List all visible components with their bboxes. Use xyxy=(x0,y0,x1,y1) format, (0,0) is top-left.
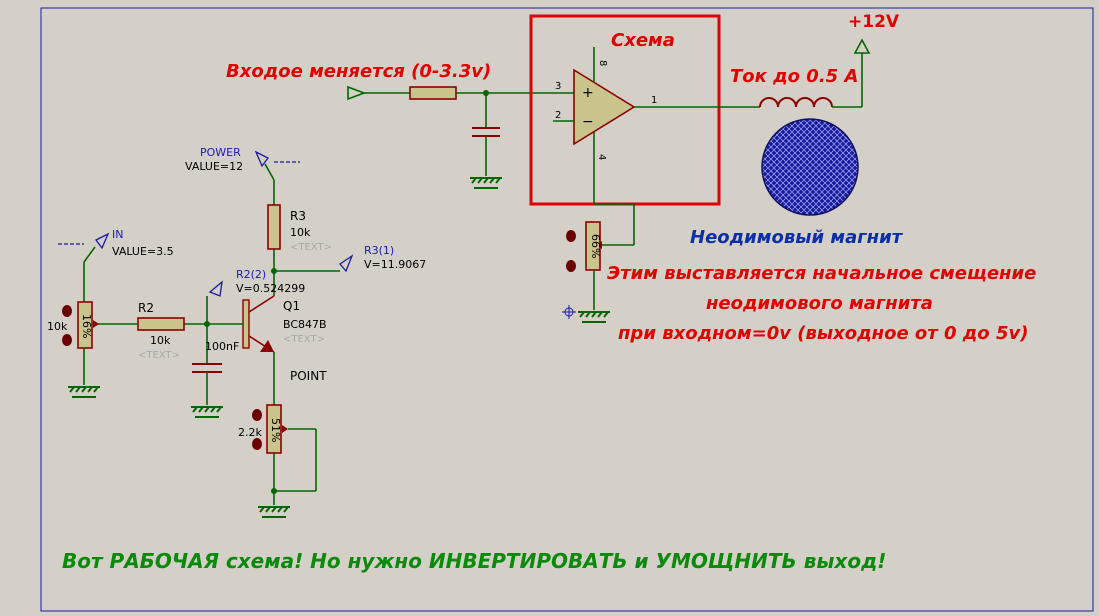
ground-symbol xyxy=(258,506,290,518)
op-amp[interactable] xyxy=(573,68,636,146)
r2-probe-name: R2(2) xyxy=(236,268,266,281)
offset-note-line1: Этим выставляется начальное смещение xyxy=(607,263,1036,284)
r2-voltage-probe-icon[interactable] xyxy=(208,280,223,297)
magnet-label: Неодимовый магнит xyxy=(690,227,904,248)
junction-dot xyxy=(271,488,277,494)
inductor-coil[interactable] xyxy=(759,97,833,108)
r2-probe-voltage: V=0.524299 xyxy=(236,282,305,295)
emitter-pot-percent: 51% xyxy=(269,418,282,442)
q1-name: Q1 xyxy=(283,299,300,313)
pin-3-label: 3 xyxy=(555,81,561,92)
r3-probe-name: R3(1) xyxy=(364,244,394,257)
cap-100n-value: 100nF xyxy=(205,340,239,353)
circuit-title: Схема xyxy=(611,30,675,51)
wiper-arrow-icon xyxy=(93,320,99,328)
input-pot-value: 10k xyxy=(47,320,68,333)
point-label: POINT xyxy=(290,369,327,383)
r2-resistor[interactable] xyxy=(137,317,185,331)
ground-symbol xyxy=(470,177,502,189)
r2-value: 10k xyxy=(150,334,171,347)
power-terminal-icon[interactable] xyxy=(254,150,269,168)
q1-text: <TEXT> xyxy=(283,334,325,345)
ground-symbol xyxy=(578,311,610,323)
r2-text: <TEXT> xyxy=(138,350,180,361)
ground-symbol xyxy=(191,406,223,418)
r3-value: 10k xyxy=(290,226,311,239)
current-note: Ток до 0.5 A xyxy=(730,66,858,87)
pot-terminal-dots xyxy=(252,409,262,450)
r3-name: R3 xyxy=(290,209,306,223)
offset-potentiometer[interactable] xyxy=(585,221,601,271)
r3-probe-voltage: V=11.9067 xyxy=(364,258,426,271)
neodymium-magnet xyxy=(761,118,859,216)
in-generator-name: IN xyxy=(112,228,123,241)
input-terminal[interactable] xyxy=(347,85,367,101)
in-generator-icon[interactable] xyxy=(95,232,110,250)
pin-4-label: 4 xyxy=(596,154,607,160)
pin-8-label: 8 xyxy=(597,60,608,66)
bottom-note: Вот РАБОЧАЯ схема! Но нужно ИНВЕРТИРОВАТ… xyxy=(62,549,886,573)
q1-transistor[interactable] xyxy=(242,295,275,353)
offset-note-line2: неодимового магнита xyxy=(706,293,933,314)
offset-pot-percent: 66% xyxy=(589,234,602,258)
input-resistor[interactable] xyxy=(409,86,457,100)
r3-text: <TEXT> xyxy=(290,242,332,253)
input-potentiometer[interactable] xyxy=(77,301,93,349)
input-pot-percent: 16% xyxy=(80,314,93,338)
offset-note-line3: при входном=0v (выходное от 0 до 5v) xyxy=(618,323,1028,344)
input-capacitor[interactable] xyxy=(472,127,500,137)
emitter-pot-value: 2.2k xyxy=(238,426,262,439)
power-terminal-value: VALUE=12 xyxy=(185,160,243,173)
base-capacitor[interactable] xyxy=(192,363,222,373)
minus-sign: − xyxy=(582,114,594,130)
ground-symbol xyxy=(68,386,100,398)
r3-voltage-probe-icon[interactable] xyxy=(339,254,354,273)
wiper-arrow-icon xyxy=(282,425,288,433)
pot-terminal-dots xyxy=(62,305,72,346)
pin-1-label: 1 xyxy=(651,95,657,106)
r2-name: R2 xyxy=(138,301,154,315)
supply-label: +12V xyxy=(848,12,900,32)
sheet-border xyxy=(40,7,1094,612)
q1-part: BC847B xyxy=(283,318,327,331)
supply-arrow-icon xyxy=(853,38,871,54)
in-generator-value: VALUE=3.5 xyxy=(112,245,174,258)
input-range-note: Входое меняется (0-3.3v) xyxy=(226,61,491,82)
r3-resistor[interactable] xyxy=(267,204,281,250)
origin-marker-icon xyxy=(562,305,576,319)
plus-sign: + xyxy=(582,85,594,101)
power-terminal-name: POWER xyxy=(200,146,241,159)
pot-terminal-dots xyxy=(566,230,576,272)
pin-2-label: 2 xyxy=(555,110,561,121)
